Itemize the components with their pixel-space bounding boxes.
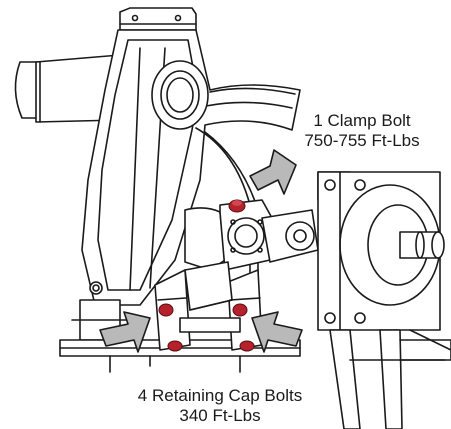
retaining-cap-bolt [167,340,183,352]
retaining-cap-bolt [158,303,174,317]
clamp-bolt-torque-label: 750-755 Ft-Lbs [304,131,420,150]
left-cylinder-housing [14,54,121,123]
cap-bolt-arrow-left [99,311,151,353]
clamp-bolt-callout: 1 Clamp Bolt 750-755 Ft-Lbs [282,111,442,151]
clamp-bolt-count-label: 1 Clamp Bolt [313,111,411,130]
right-base-legs [329,329,451,429]
right-pedestal [317,171,445,331]
cap-bolt-arrow-right [251,311,303,353]
cap-bolts-torque-label: 340 Ft-Lbs [179,406,261,425]
retaining-cap-bolt [239,340,255,352]
clamp-bolt [228,199,246,213]
cap-bolts-count-label: 4 Retaining Cap Bolts [137,386,303,405]
arm-eye-ring [151,60,209,130]
retaining-cap-bolts-callout: 4 Retaining Cap Bolts 340 Ft-Lbs [100,386,340,426]
clamp-assembly [184,199,319,271]
clamp-bolt-arrow [249,149,297,195]
retaining-cap-bolt [232,303,248,317]
top-mount-block [119,7,197,31]
